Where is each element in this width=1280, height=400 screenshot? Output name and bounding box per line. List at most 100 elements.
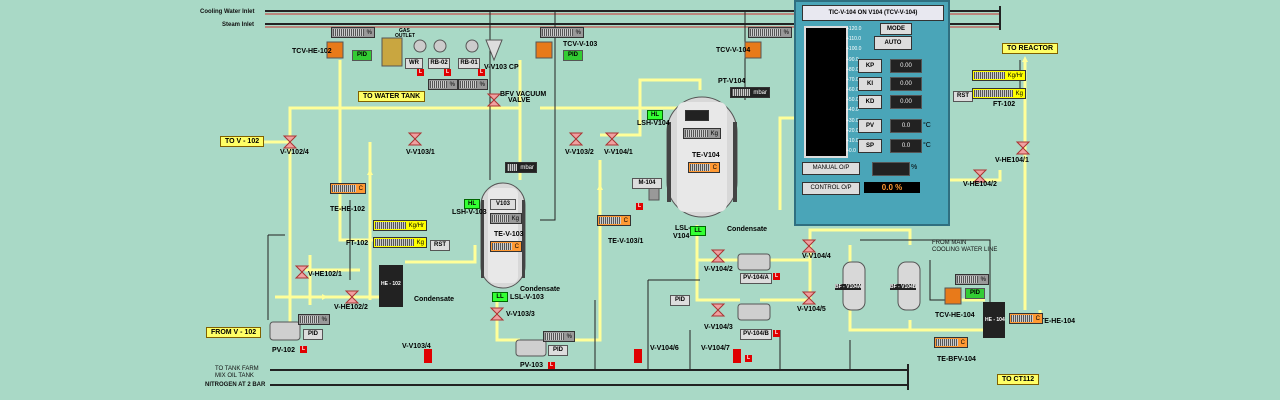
rst-button-ft102[interactable]: RST bbox=[430, 240, 450, 251]
pv103-label: PV-103 bbox=[520, 362, 543, 369]
lsl-v104-label-2: V104 bbox=[673, 233, 690, 240]
pid-button-tcv-he102[interactable]: PID bbox=[352, 50, 372, 61]
tic-v104-faceplate: TIC-V-104 ON V104 (TCV-V-104) +120.0 +110… bbox=[794, 0, 950, 226]
lsl-v104-indicator: LL bbox=[690, 226, 706, 236]
rb01-speed: % bbox=[458, 79, 488, 90]
te-he104-label: TE-HE-104 bbox=[1040, 318, 1076, 325]
ft102-right-total: Kg bbox=[972, 88, 1026, 99]
lsl-v103-label: LSL-V-103 bbox=[510, 294, 544, 301]
te-v103-1-label: TE-V-103/1 bbox=[608, 238, 644, 245]
sp-button[interactable]: SP bbox=[858, 139, 882, 153]
to-ct112-link[interactable]: TO CT112 bbox=[997, 374, 1040, 385]
rst-button-ft102-right[interactable]: RST bbox=[953, 91, 973, 102]
kp-button[interactable]: KP bbox=[858, 59, 882, 73]
lsh-v104-indicator: HL bbox=[647, 110, 663, 120]
v104-badge bbox=[685, 110, 709, 121]
lsl-v104-label-1: LSL- bbox=[675, 225, 691, 232]
v-v104-5-label: V-V104/5 bbox=[797, 306, 826, 313]
control-op-button[interactable]: CONTROL O/P bbox=[802, 182, 860, 195]
manual-op-input[interactable] bbox=[872, 162, 910, 176]
pv104b-alarm: L bbox=[773, 330, 780, 337]
control-valves bbox=[326, 41, 962, 305]
to-water-tank-link[interactable]: TO WATER TANK bbox=[358, 91, 426, 102]
manual-valves bbox=[282, 93, 1031, 321]
tcv-v104-position: % bbox=[748, 27, 792, 38]
m104-alarm: L bbox=[636, 203, 643, 210]
pv102-speed: % bbox=[298, 314, 330, 325]
kd-button[interactable]: KD bbox=[858, 95, 882, 109]
sp-unit: °C bbox=[923, 142, 931, 149]
tcv-he102-position: % bbox=[331, 27, 375, 38]
condensate-label-3: Condensate bbox=[414, 296, 455, 303]
from-main-label: FROM MAIN bbox=[932, 240, 966, 246]
v-v103-3-label: V-V103/3 bbox=[506, 311, 535, 318]
v-v104-6-label: V-V104/6 bbox=[650, 345, 679, 352]
pid-button-tcv-he104[interactable]: PID bbox=[965, 288, 985, 299]
tcv-he104-label: TCV-HE-104 bbox=[935, 312, 975, 319]
v-v103-1-label: V-V103/1 bbox=[406, 149, 435, 156]
auto-mode-button[interactable]: AUTO bbox=[874, 36, 912, 50]
te-bfv104-temp: C bbox=[934, 337, 968, 348]
v103cp-label: V-V103 CP bbox=[484, 64, 519, 71]
bfv-vacuum-label-1: BFV VACUUM bbox=[500, 91, 547, 98]
pv104b-box: PV-104/B bbox=[740, 329, 772, 340]
scale-tick: +10.0 bbox=[846, 137, 859, 144]
gas-outlet-label-2: OUTLET bbox=[395, 33, 415, 39]
pid-button-tcv-v103[interactable]: PID bbox=[563, 50, 583, 61]
v-he102-2-label: V-HE102/2 bbox=[334, 304, 368, 311]
te-v103-1-temp: C bbox=[597, 215, 631, 226]
pv102-alarm: L bbox=[300, 346, 307, 353]
scale-tick: +0.0 bbox=[846, 148, 856, 154]
gas-equipment bbox=[381, 37, 660, 201]
faceplate-title: TIC-V-104 ON V104 (TCV-V-104) bbox=[802, 5, 944, 21]
pv104a-box: PV-104/A bbox=[740, 273, 772, 284]
scale-tick: +30.0 bbox=[846, 117, 859, 124]
pv-button[interactable]: PV bbox=[858, 119, 882, 133]
ft102-label: FT-102 bbox=[346, 240, 369, 247]
m104-box: M-104 bbox=[632, 178, 662, 189]
v-v103-4-label: V-V103/4 bbox=[402, 343, 431, 350]
sp-value: 0.0 bbox=[890, 139, 922, 153]
scale-tick: +20.0 bbox=[846, 127, 859, 134]
condensate-label-1: Condensate bbox=[727, 226, 768, 233]
ki-button[interactable]: KI bbox=[858, 77, 882, 91]
te-he102-temp: C bbox=[330, 183, 366, 194]
to-reactor-link[interactable]: TO REACTOR bbox=[1002, 43, 1059, 54]
bf-v104b-label: BF - V104B bbox=[890, 284, 917, 290]
tcv-v104-label: TCV-V-104 bbox=[716, 47, 751, 54]
v-v104-4-label: V-V104/4 bbox=[802, 253, 831, 260]
cooling-water-line-label: COOLING WATER LINE bbox=[932, 247, 997, 253]
he104-label: HE - 104 bbox=[985, 317, 1005, 323]
static-text: Cooling Water Inlet Steam Inlet TO TANK … bbox=[200, 9, 997, 388]
ki-value: 0.00 bbox=[890, 77, 922, 91]
pid-button-pv102[interactable]: PID bbox=[303, 329, 323, 340]
te-he102-label: TE-HE-102 bbox=[330, 206, 366, 213]
cooling-water-inlet-label: Cooling Water Inlet bbox=[200, 9, 254, 15]
pid-button-pv103[interactable]: PID bbox=[548, 345, 568, 356]
gate-valves bbox=[424, 349, 741, 363]
lsl-v103-indicator: LL bbox=[492, 292, 508, 302]
scale-tick: +50.0 bbox=[846, 97, 859, 104]
scale-tick: +40.0 bbox=[846, 107, 859, 114]
to-v102-link[interactable]: TO V - 102 bbox=[220, 136, 265, 147]
pv102-label: PV-102 bbox=[272, 347, 295, 354]
v-he104-1-label: V-HE104/1 bbox=[995, 157, 1029, 164]
tcv-v103-position: % bbox=[540, 27, 584, 38]
mix-oil-tank-label: MIX OIL TANK bbox=[215, 373, 254, 379]
scale-tick: +100.0 bbox=[846, 46, 862, 53]
te-he104-temp: C bbox=[1009, 313, 1043, 324]
scale-tick: +120.0 bbox=[846, 26, 862, 32]
scale-tick: +110.0 bbox=[846, 36, 862, 43]
tcv-v103-label: TCV-V-103 bbox=[563, 41, 598, 48]
v-he104-2-label: V-HE104/2 bbox=[963, 181, 997, 188]
pt-v104-label: PT-V104 bbox=[718, 78, 746, 85]
te-v104-label: TE-V104 bbox=[692, 152, 720, 159]
control-op-value: 0.0 % bbox=[864, 182, 920, 193]
from-v102-link[interactable]: FROM V - 102 bbox=[206, 327, 262, 338]
nitrogen-label: NITROGEN AT 2 BAR bbox=[205, 382, 266, 388]
manual-op-button[interactable]: MANUAL O/P bbox=[802, 162, 860, 175]
pid-button-pv104[interactable]: PID bbox=[670, 295, 690, 306]
ft102-right-label: FT-102 bbox=[993, 101, 1016, 108]
bf-v104a-label: BF - V104A bbox=[835, 284, 862, 290]
